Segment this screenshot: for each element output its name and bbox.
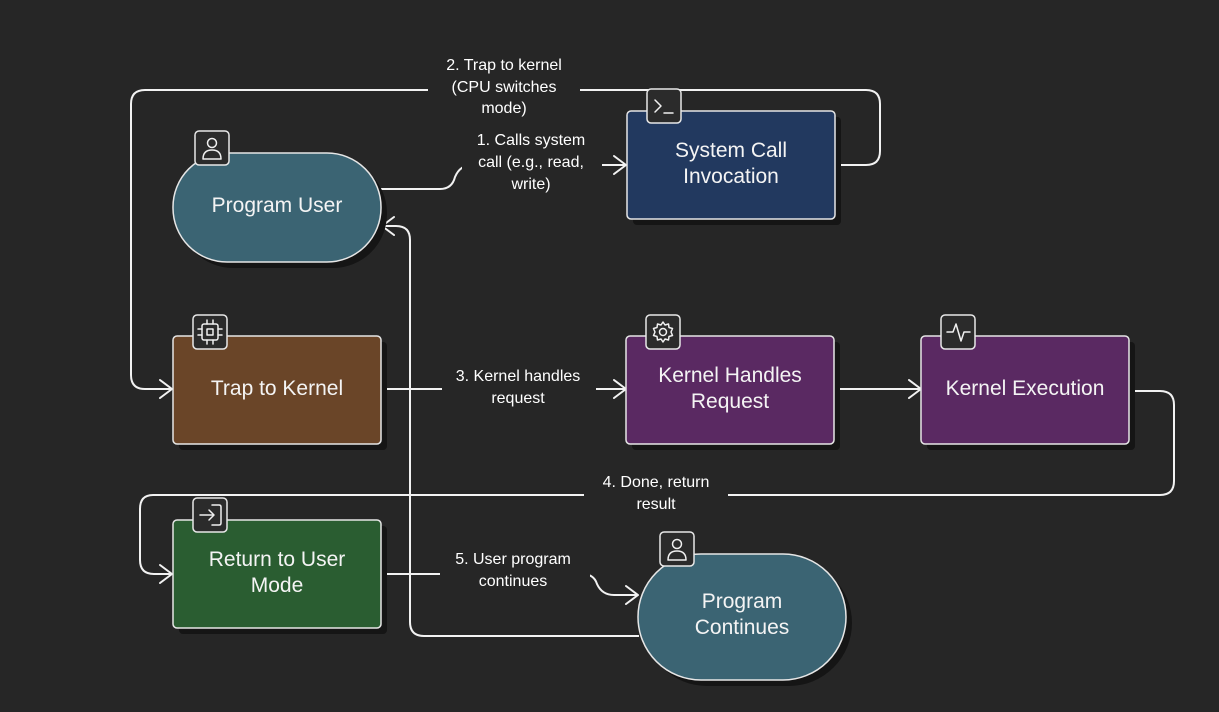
node-system-call-invocation[interactable]: System Call Invocation [626, 110, 841, 225]
edge-label-4: 4. Done, return result [584, 470, 728, 516]
user-icon [659, 531, 695, 567]
node-kernel-handles-label-line-1: Kernel Handles [658, 364, 802, 387]
node-trap-to-kernel-label: Trap to Kernel [211, 377, 343, 400]
edge-label-1-line-3: write) [510, 176, 550, 193]
edge-label-4-line-2: result [636, 496, 676, 513]
edge-label-2-line-1: 2. Trap to kernel [446, 57, 562, 74]
node-kernel-handles-request[interactable]: Kernel Handles Request [625, 335, 840, 450]
edge-label-4-line-1: 4. Done, return [603, 474, 710, 491]
edge-to-kernel-execution [834, 379, 922, 399]
edge-label-2-line-2: (CPU switches [452, 79, 557, 96]
node-system-call-label-line-1: System Call [675, 139, 787, 162]
node-program-continues-label-line-1: Program [702, 590, 783, 613]
sign-in-icon [192, 497, 228, 533]
edge-label-1: 1. Calls system call (e.g., read, write) [462, 126, 602, 193]
node-program-continues[interactable]: Program Continues [637, 553, 852, 686]
edge-label-5-line-1: 5. User program [455, 551, 571, 568]
edge-label-2-line-3: mode) [481, 100, 526, 117]
node-return-to-user-label-line-1: Return to User [209, 548, 346, 571]
node-kernel-execution-label: Kernel Execution [946, 377, 1105, 400]
node-program-user[interactable]: Program User [172, 152, 387, 268]
user-icon [194, 130, 230, 166]
node-system-call-label-line-2: Invocation [683, 165, 779, 188]
node-return-to-user-label-line-2: Mode [251, 574, 304, 597]
edge-label-3-line-2: request [491, 390, 545, 407]
gear-icon [645, 314, 681, 350]
edge-label-3-line-1: 3. Kernel handles [456, 368, 581, 385]
cpu-chip-icon [192, 314, 228, 350]
edge-label-1-line-2: call (e.g., read, [478, 154, 584, 171]
activity-pulse-icon [940, 314, 976, 350]
node-program-user-label: Program User [212, 194, 343, 217]
edge-label-5: 5. User program continues [440, 546, 590, 592]
node-return-to-user-mode[interactable]: Return to User Mode [172, 519, 387, 634]
edge-label-5-line-2: continues [479, 573, 548, 590]
node-kernel-handles-label-line-2: Request [691, 390, 769, 413]
node-kernel-execution[interactable]: Kernel Execution [920, 335, 1135, 450]
edge-label-1-line-1: 1. Calls system [477, 132, 585, 149]
node-trap-to-kernel[interactable]: Trap to Kernel [172, 335, 387, 450]
edge-label-2: 2. Trap to kernel (CPU switches mode) [428, 55, 580, 119]
terminal-icon [646, 88, 682, 124]
edge-label-3: 3. Kernel handles request [442, 362, 596, 408]
node-program-continues-label-line-2: Continues [695, 616, 790, 639]
